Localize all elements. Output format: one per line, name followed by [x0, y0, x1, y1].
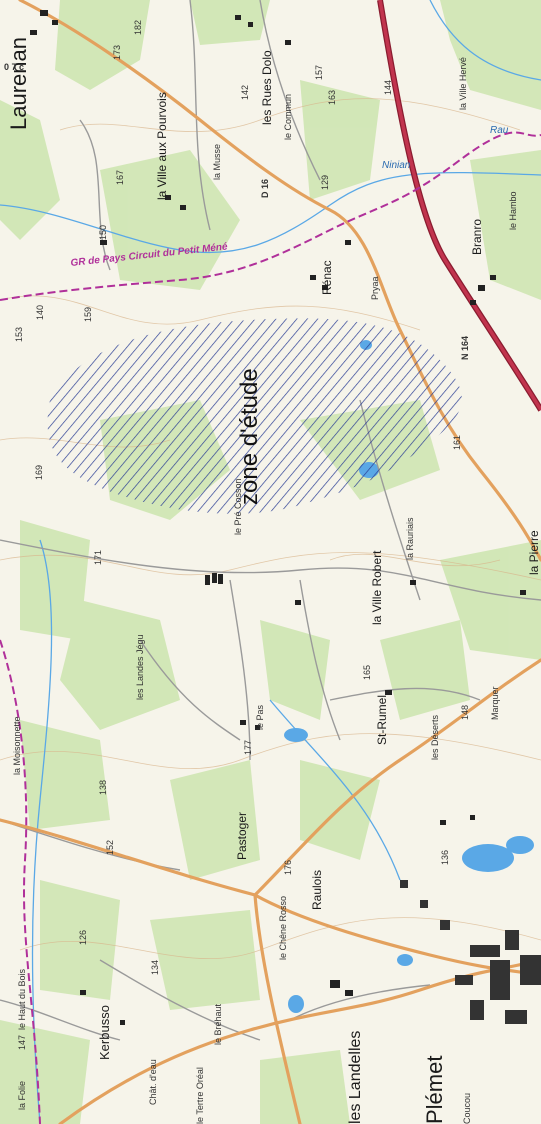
place-label: le Pré Cosson: [233, 478, 243, 535]
elevation-label: 171: [93, 549, 103, 565]
water-label-ninian: Ninian: [382, 160, 411, 171]
elevation-label: 144: [383, 79, 393, 95]
hiking-trail-south: [0, 639, 41, 1124]
elevation-label: 161: [452, 434, 462, 450]
town-kerbusso: Kerbusso: [97, 1005, 112, 1060]
elevation-label: 126: [78, 929, 88, 945]
elevation-label: 134: [150, 959, 160, 975]
place-label: la Ville aux Pourvois: [155, 92, 169, 200]
place-label: les Rues Dolo: [260, 50, 274, 125]
place-label: Branro: [470, 218, 484, 255]
water-label-rau: Rau: [490, 125, 509, 136]
place-label: Marquer: [490, 686, 500, 720]
elevation-label: 177: [243, 739, 253, 755]
place-label: la Pierre: [527, 530, 541, 575]
elevation-label: 138: [98, 779, 108, 795]
place-label: le Commun: [283, 93, 293, 140]
place-label: Pastoger: [235, 811, 249, 860]
place-label: le Bréhaut: [213, 1003, 223, 1045]
pond: [397, 954, 413, 966]
elevation-label: 129: [320, 174, 330, 190]
elevation-label: 147: [17, 1034, 27, 1050]
place-label: le Pas: [255, 704, 265, 730]
place-label: la Musse: [212, 143, 222, 180]
road-northeast: [253, 658, 541, 897]
road-southwest: [58, 958, 541, 1124]
elevation-label: 173: [112, 44, 122, 60]
place-label: le Tertre Oréal: [195, 1067, 205, 1124]
place-label: le Chêne Rosso: [278, 895, 288, 960]
elevation-label: 153: [14, 326, 24, 342]
lake: [462, 844, 514, 872]
place-label: les Landes Jégu: [135, 634, 145, 700]
road-south: [253, 893, 302, 1124]
place-label: Chât. d'eau: [148, 1059, 158, 1105]
elevation-label: 182: [133, 19, 143, 35]
elevation-label: 150: [98, 224, 108, 240]
motorway-n164: [377, 0, 541, 412]
pond: [284, 728, 308, 742]
hiking-trail: [0, 131, 541, 301]
elevation-label: 159: [83, 306, 93, 322]
elevation-label: 136: [440, 849, 450, 865]
sheet-reference: 0 7 c: [4, 62, 25, 72]
study-area[interactable]: [47, 318, 462, 514]
place-label: Rénac: [320, 260, 334, 295]
pond: [288, 995, 304, 1013]
lake: [506, 836, 534, 854]
town-plemet-blocks: [400, 880, 541, 1024]
place-label: Coucou: [462, 1092, 472, 1124]
place-label: le Hambo: [508, 191, 518, 230]
road-label-n164: N 164: [460, 335, 470, 360]
elevation-label: 167: [115, 169, 125, 185]
road-label-d16: D 16: [260, 178, 270, 198]
place-label: la Moisonnette: [12, 716, 22, 775]
water-bodies: [284, 340, 534, 1013]
elevation-label: 148: [460, 704, 470, 720]
place-label: la Ville Robert: [370, 550, 384, 625]
place-label: St-Rumel: [375, 694, 389, 745]
elevation-label: 169: [34, 464, 44, 480]
elevation-label: 165: [362, 664, 372, 680]
elevation-label: 142: [240, 84, 250, 100]
elevation-label: 163: [327, 89, 337, 105]
town-les-landelles: les Landelles: [347, 1030, 364, 1124]
elevation-label: 140: [35, 304, 45, 320]
road-east: [253, 893, 541, 977]
road-d16: [18, 0, 541, 562]
place-label: la Rauriais: [405, 517, 415, 560]
place-label: la Folie: [17, 1080, 27, 1110]
road-west: [0, 818, 257, 897]
place-label: le Haut du Bois: [17, 968, 27, 1030]
elevation-label: 176: [283, 859, 293, 875]
town-laurenan: Laurenan: [6, 37, 31, 130]
contour-lines: [0, 98, 541, 959]
elevation-label: 152: [105, 839, 115, 855]
elevation-label: 157: [314, 64, 324, 80]
buildings: [30, 10, 526, 1025]
place-label: Pryaa: [370, 276, 380, 300]
place-label: Raulois: [310, 869, 324, 910]
town-plemet: Plémet: [422, 1055, 447, 1124]
place-label: les Déserts: [430, 714, 440, 760]
place-label: la Ville Hervé: [458, 57, 468, 110]
